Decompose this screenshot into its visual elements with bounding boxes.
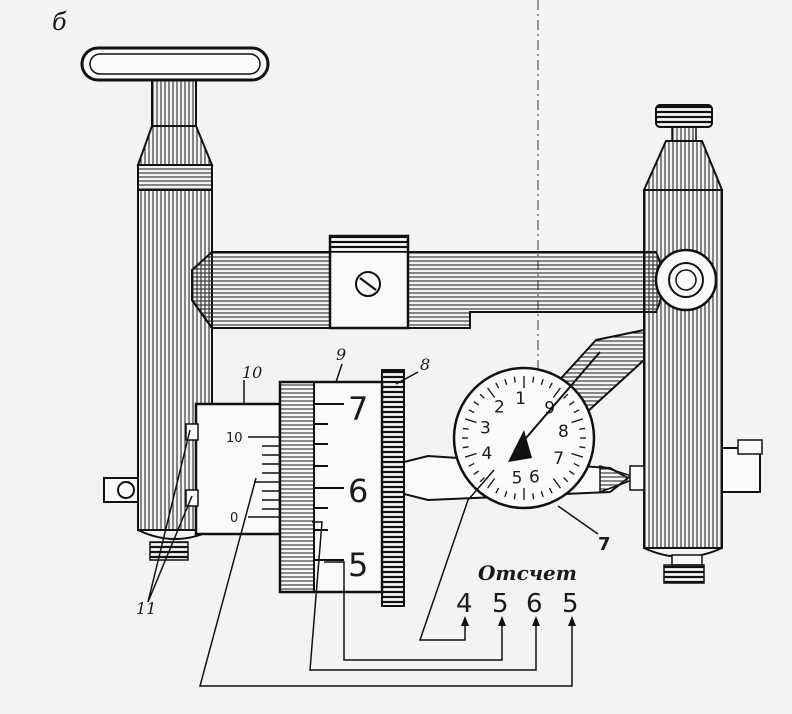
dial-tick (548, 382, 553, 389)
vernier-label-top: 10 (226, 431, 243, 446)
dial-tick (568, 401, 575, 406)
dial-tick (487, 387, 496, 398)
dial-tick (479, 477, 485, 483)
reading-arrows (461, 616, 576, 626)
dial-tick (504, 491, 508, 498)
t-handle (80, 46, 270, 127)
dial-tick (563, 393, 569, 399)
callout-7: 7 (598, 534, 611, 555)
callout-9: 9 (336, 345, 346, 364)
dial-tick (513, 376, 516, 383)
dial-label: 4 (481, 444, 492, 464)
dial-tick (571, 418, 584, 424)
dial-tick (504, 378, 508, 385)
dial-tick (479, 393, 485, 399)
dial-tick (548, 487, 553, 494)
callout-10: 10 (242, 363, 262, 382)
dial-tick (579, 427, 586, 430)
dial-label: 5 (512, 468, 523, 488)
dial-tick (468, 462, 475, 467)
dial-tick (487, 478, 496, 489)
dial-tick (495, 382, 500, 389)
dial-tick (563, 477, 569, 483)
right-column (642, 104, 763, 584)
dial-label: 1 (515, 389, 526, 409)
dial-tick (473, 401, 480, 406)
dial-tick (579, 446, 586, 449)
reading-digit-4: 5 (562, 589, 579, 619)
dial-label: 6 (529, 468, 540, 488)
dial-tick (462, 446, 469, 449)
reading-digit-2: 5 (492, 589, 509, 619)
dial-tick (573, 462, 580, 467)
drum-label-7: 7 (348, 390, 368, 428)
dial-tick (532, 493, 535, 500)
panel-letter: б (52, 8, 67, 36)
callout-11: 11 (136, 599, 156, 618)
drum-label-5: 5 (348, 546, 368, 584)
dial-label: 2 (494, 397, 505, 417)
dial-tick (540, 378, 544, 385)
vernier-sleeve: 10 0 (185, 402, 282, 536)
dial-tick (464, 418, 477, 424)
dial-tick (473, 470, 480, 475)
dial-tick (540, 491, 544, 498)
reading-digit-3: 6 (526, 589, 543, 619)
dial-tick (464, 452, 477, 458)
dial-label: 7 (553, 449, 564, 469)
drum: 7 6 5 (278, 369, 405, 607)
dial-tick (568, 470, 575, 475)
reading-connectors (199, 469, 573, 687)
dial-tick (573, 409, 580, 414)
dial-tick (571, 452, 584, 458)
dial-label: 3 (480, 419, 491, 439)
dial-tick (462, 427, 469, 430)
dial-tick (495, 487, 500, 494)
dial-label: 8 (558, 422, 569, 442)
dial-tick (552, 478, 561, 489)
dial-tick (552, 387, 561, 398)
dial-label: 9 (544, 398, 555, 418)
drum-label-6: 6 (348, 472, 368, 510)
vernier-label-bottom: 0 (230, 511, 238, 526)
callout-8: 8 (420, 355, 430, 374)
dial-tick (513, 493, 516, 500)
reading-title: Отсчет (478, 561, 577, 585)
dial-tick (532, 376, 535, 383)
dial-tick (468, 409, 475, 414)
leader-lines (147, 363, 599, 603)
reading-digit-1: 4 (456, 589, 473, 619)
frame-bar (191, 234, 664, 330)
